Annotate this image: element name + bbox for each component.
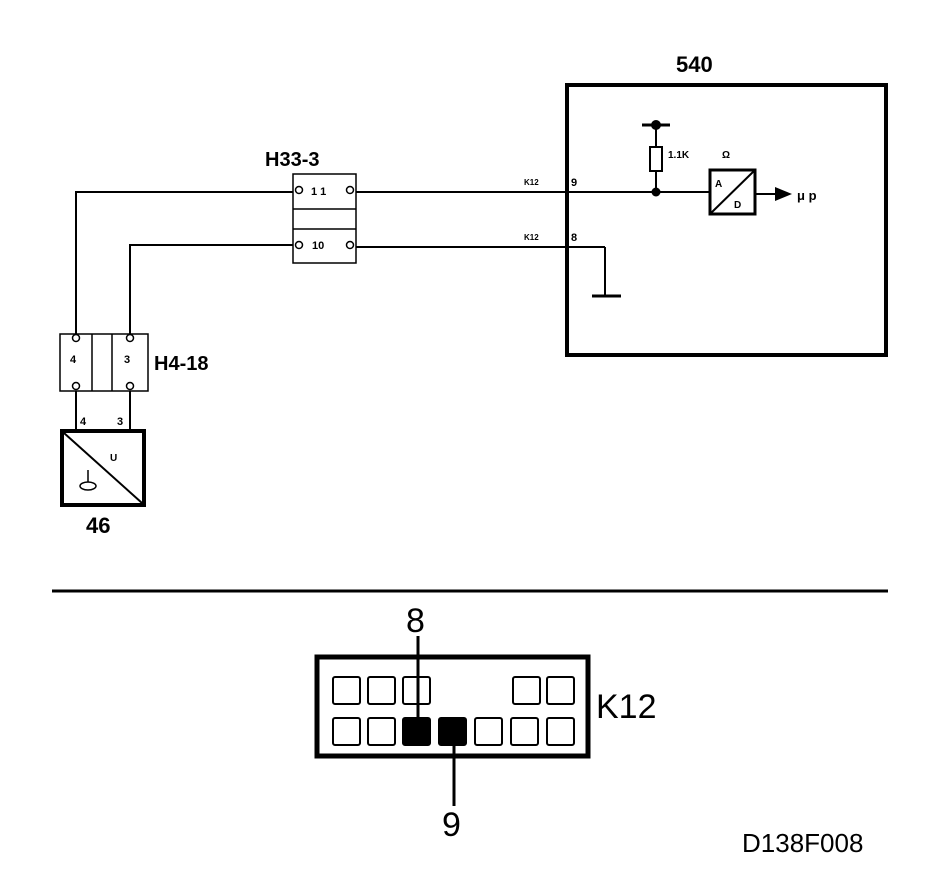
wire-label-k12-top: K12 <box>524 178 539 187</box>
h4-terminal <box>71 381 81 391</box>
k12-cavity <box>474 717 503 746</box>
h4-body <box>59 333 149 392</box>
h33-terminal <box>294 185 304 195</box>
k12-label: K12 <box>596 688 657 726</box>
wire-to-h4-pin4 <box>75 191 297 334</box>
k12-cavity-used <box>402 717 431 746</box>
h4-pin-4: 4 <box>70 354 77 366</box>
k12-connector-view: 8 9 K12 <box>314 602 657 844</box>
ad-label-a: A <box>715 179 722 190</box>
k12-cavity <box>546 717 575 746</box>
k12-cavity <box>367 676 396 705</box>
k12-cavity <box>546 676 575 705</box>
ecu-label: 540 <box>676 52 713 77</box>
h33-terminal <box>294 240 304 250</box>
wires: K12 K12 <box>75 178 656 334</box>
h4-pin-3: 3 <box>124 354 130 366</box>
resistor-value: 1.1K <box>668 150 690 161</box>
callout-pin-8: 8 <box>406 602 425 640</box>
figure-code: D138F008 <box>742 828 863 858</box>
sensor-46: 4 3 U 46 <box>60 391 146 538</box>
ecu-pin-9: 9 <box>571 177 577 189</box>
resistor-1k1 <box>649 146 663 172</box>
ad-label-d: D <box>734 200 741 211</box>
sensor-wire-3: 3 <box>117 416 123 428</box>
h33-terminal <box>345 185 355 195</box>
connector-h33-3: H33-3 1 1 10 <box>265 149 357 264</box>
h33-label: H33-3 <box>265 149 319 171</box>
pressure-gauge-icon <box>79 470 97 491</box>
k12-cavity <box>332 676 361 705</box>
h33-body <box>292 173 357 264</box>
ecu-540: 540 1.1K Ω A D μ p 9 8 <box>565 52 888 357</box>
k12-cavity <box>512 676 541 705</box>
h33-pin-11: 1 1 <box>311 186 326 198</box>
ecu-pin-8: 8 <box>571 232 577 244</box>
output-arrow-icon <box>775 187 792 201</box>
ecu-box <box>565 83 888 357</box>
sensor-wire-4: 4 <box>80 416 87 428</box>
microprocessor-label: μ p <box>797 188 817 203</box>
h33-pin-10: 10 <box>312 240 324 252</box>
ohm-symbol: Ω <box>722 150 730 161</box>
sensor-label: 46 <box>86 513 110 538</box>
h4-terminal <box>71 333 81 343</box>
h4-label: H4-18 <box>154 353 208 375</box>
k12-cavity <box>367 717 396 746</box>
h33-terminal <box>345 240 355 250</box>
h4-terminal <box>125 381 135 391</box>
wire-label-k12-bottom: K12 <box>524 233 539 242</box>
wire-to-h4-pin3 <box>129 244 297 334</box>
k12-cavity <box>510 717 539 746</box>
ad-diagonal <box>709 169 756 215</box>
sensor-diagonal <box>63 432 143 504</box>
callout-pin-9: 9 <box>442 806 461 844</box>
sensor-symbol-u: U <box>110 453 117 464</box>
k12-bottom-row <box>332 717 575 746</box>
h4-terminal <box>125 333 135 343</box>
connector-h4-18: 4 3 H4-18 <box>59 333 208 392</box>
k12-cavity <box>332 717 361 746</box>
